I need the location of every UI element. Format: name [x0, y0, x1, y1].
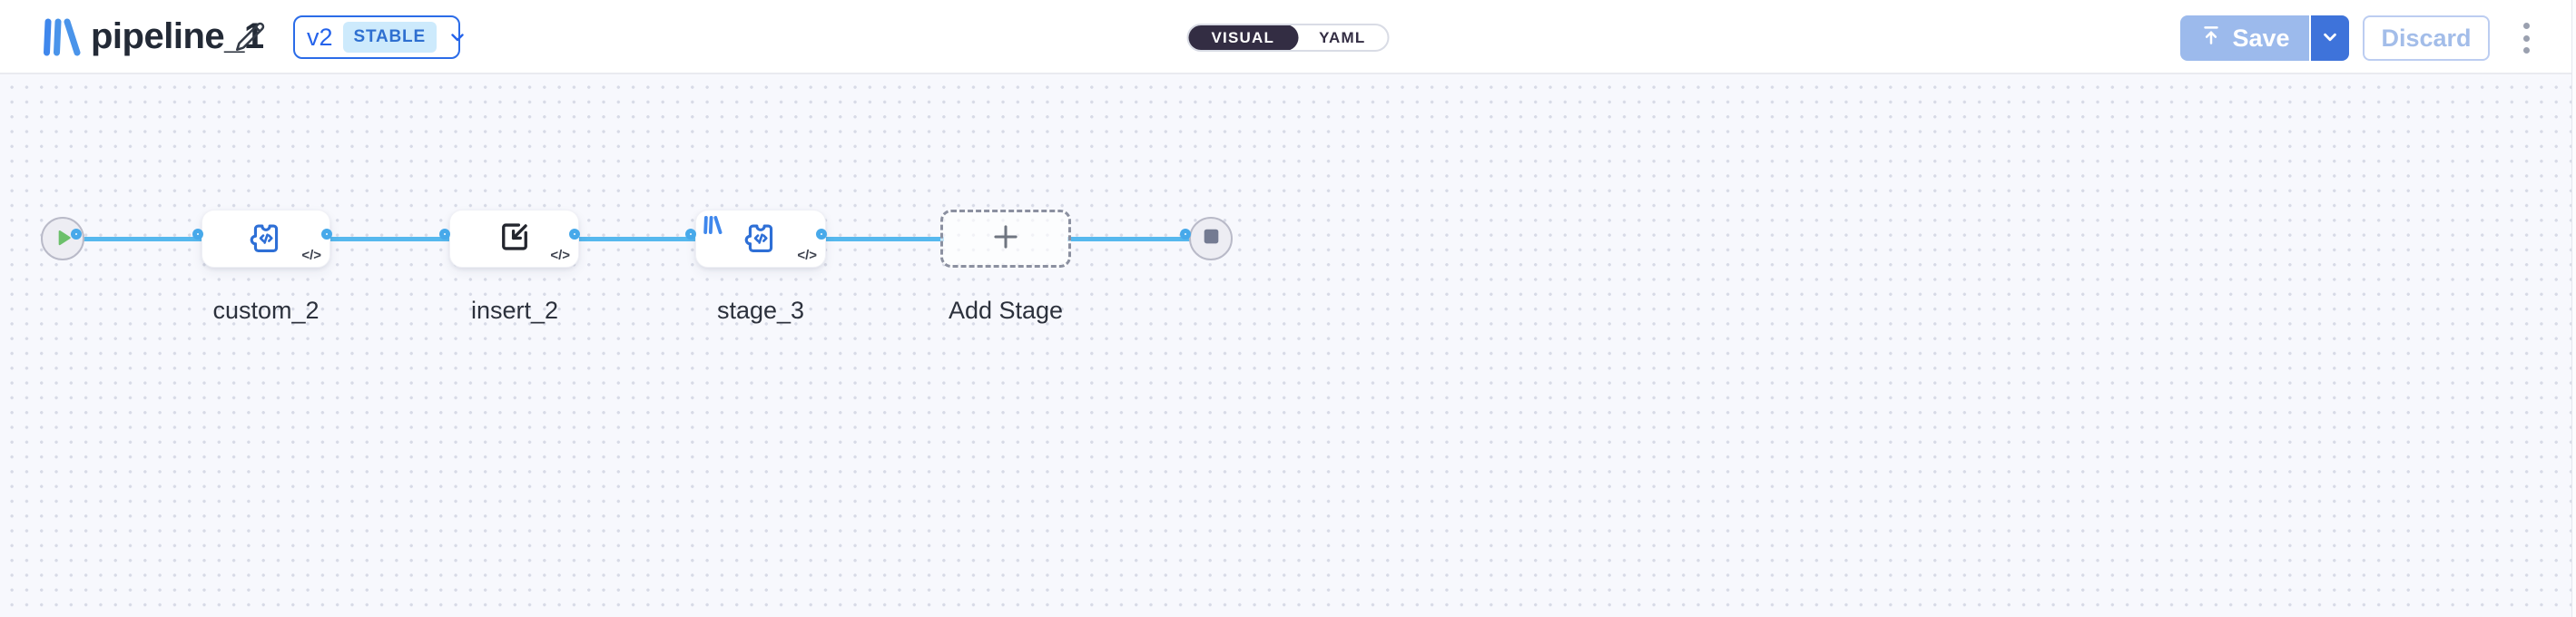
brand-logo-icon	[42, 18, 82, 56]
node-stage-3[interactable]: </>	[695, 210, 826, 268]
version-status-badge: STABLE	[342, 22, 437, 53]
pipeline-canvas[interactable]: </> custom_2 </> insert_2	[0, 74, 2576, 617]
puzzle-code-icon	[247, 218, 285, 260]
node-insert-2[interactable]: </>	[449, 210, 579, 268]
handle-stage3-in[interactable]	[685, 229, 696, 240]
edit-title-button[interactable]	[232, 19, 269, 55]
pencil-icon	[233, 22, 268, 56]
chevron-down-icon	[2318, 25, 2342, 52]
kebab-dot	[2522, 47, 2530, 54]
code-type-badge: </>	[301, 248, 321, 263]
node-label-custom-2: custom_2	[212, 297, 320, 324]
discard-button[interactable]: Discard	[2363, 15, 2490, 61]
version-dropdown[interactable]: v2 STABLE	[293, 15, 464, 59]
save-options-button[interactable]	[2311, 15, 2349, 61]
handle-start-out[interactable]	[71, 229, 82, 240]
handle-custom2-out[interactable]	[321, 229, 332, 240]
stop-icon	[1200, 225, 1223, 252]
edge-addstage-end	[1067, 236, 1195, 241]
node-label-stage-3: stage_3	[716, 297, 805, 324]
code-type-badge: </>	[550, 248, 570, 263]
handle-end-in[interactable]	[1180, 229, 1191, 240]
header-bar: pipeline_1 v2 STABLE VISUAL YAML	[0, 0, 2576, 74]
tab-yaml[interactable]: YAML	[1319, 28, 1366, 46]
save-button-label: Save	[2232, 24, 2290, 52]
handle-insert2-in[interactable]	[439, 229, 450, 240]
edge-stage3-addstage	[822, 236, 944, 241]
save-button[interactable]: Save	[2180, 15, 2311, 61]
edge-start-custom2	[73, 236, 209, 241]
more-options-button[interactable]	[2519, 23, 2533, 54]
code-type-badge: </>	[797, 248, 817, 263]
puzzle-code-icon	[742, 218, 780, 260]
node-label-add-stage: Add Stage	[948, 297, 1064, 324]
handle-stage3-out[interactable]	[816, 229, 827, 240]
edge-insert2-stage3	[575, 236, 699, 241]
chevron-down-icon	[447, 26, 468, 48]
handle-insert2-out[interactable]	[569, 229, 580, 240]
handle-custom2-in[interactable]	[192, 229, 203, 240]
version-label: v2	[307, 23, 333, 51]
node-custom-2[interactable]: </>	[202, 210, 330, 268]
tab-visual[interactable]: VISUAL	[1188, 25, 1299, 50]
kebab-dot	[2522, 23, 2530, 29]
end-node[interactable]	[1189, 217, 1233, 260]
edge-custom2-insert2	[327, 236, 454, 241]
page-title: pipeline_1	[91, 16, 264, 56]
plus-icon	[988, 220, 1023, 259]
brand-logo-icon	[703, 216, 723, 234]
upload-icon	[2199, 24, 2223, 54]
play-icon	[51, 225, 74, 253]
node-label-insert-2: insert_2	[470, 297, 559, 324]
scrollbar-gutter	[2571, 0, 2576, 617]
kebab-dot	[2522, 34, 2530, 42]
view-mode-toggle: VISUAL YAML	[1186, 24, 1390, 52]
add-stage-button[interactable]	[940, 210, 1071, 268]
insert-icon	[496, 218, 534, 260]
save-split-button: Save	[2180, 15, 2349, 61]
